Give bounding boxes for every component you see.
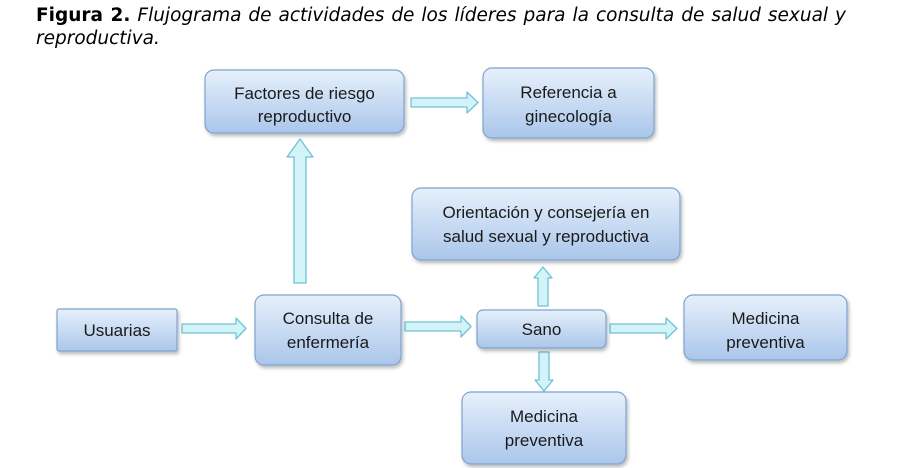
figure-caption: Figura 2. Flujograma de actividades de l… [36,4,846,50]
factores-line2: reproductivo [258,107,352,126]
box-usuarias [56,308,178,352]
flow-boxes [56,67,848,465]
arrow-factores-to-referencia [410,91,479,114]
box-referencia-ginecologia [482,67,655,139]
flow-arrows [181,91,678,392]
box-sano [476,309,607,349]
box-consulta-enfermeria [254,294,402,366]
referencia-line1: Referencia a [520,83,617,102]
medicina-right-line1: Medicina [731,309,800,328]
orientacion-line1: Orientación y consejería en [443,203,650,222]
arrow-consulta-to-factores [286,138,314,284]
flow-labels: Factores de riesgo reproductivo Referenc… [83,83,805,450]
medicina-bottom-line2: preventiva [505,431,584,450]
figure-label: Figura 2. [36,5,131,26]
factores-line1: Factores de riesgo [234,84,375,103]
box-factores-de-riesgo [204,69,405,134]
arrow-sano-to-medicina-bottom [534,351,554,392]
box-medicina-preventiva-bottom [461,391,627,465]
usuarias-label: Usuarias [83,321,150,340]
arrow-usuarias-to-consulta [181,317,247,340]
arrow-sano-to-orientacion [533,266,553,307]
consulta-line2: enfermería [287,333,370,352]
sano-label: Sano [522,320,562,339]
figure-caption-text: Flujograma de actividades de los líderes… [36,5,846,49]
box-medicina-preventiva-right [683,294,848,361]
arrow-consulta-to-sano [404,315,472,338]
consulta-line1: Consulta de [283,309,374,328]
referencia-line2: ginecología [525,107,613,126]
orientacion-line2: salud sexual y reproductiva [443,227,650,246]
medicina-bottom-line1: Medicina [510,407,579,426]
medicina-right-line2: preventiva [726,333,805,352]
box-orientacion-consejeria [411,187,681,261]
arrow-sano-to-medicina-right [609,317,678,340]
